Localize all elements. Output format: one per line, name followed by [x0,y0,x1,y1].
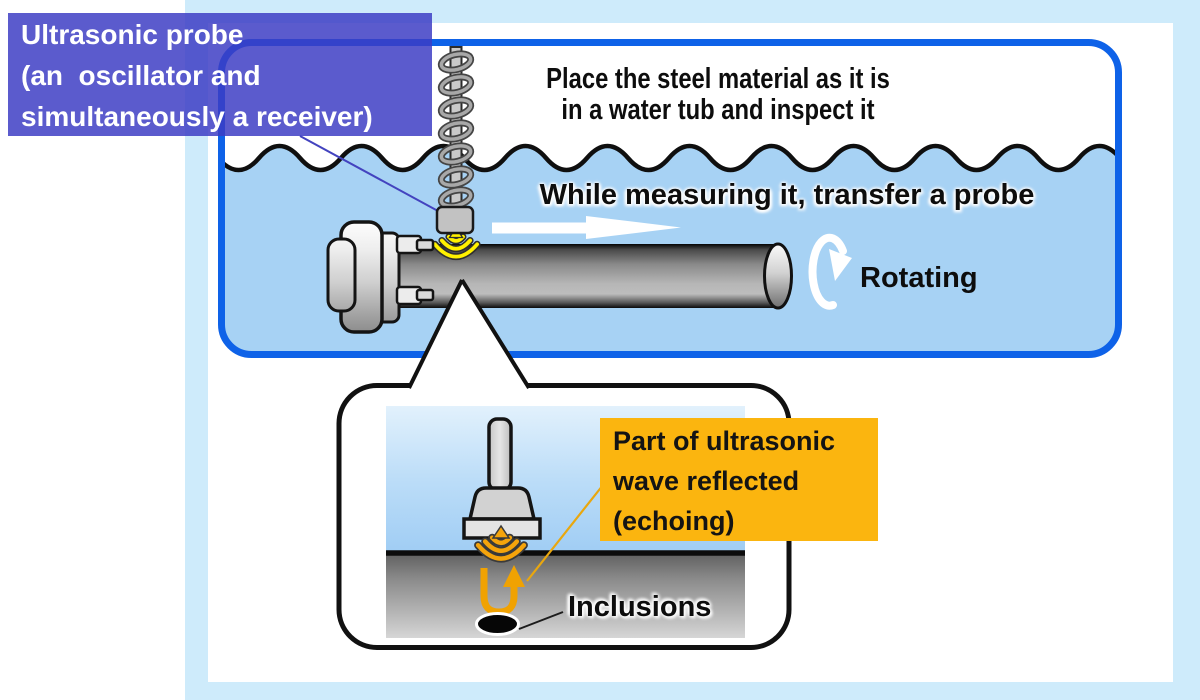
reflected-wave-label: Part of ultrasonic wave reflected (echoi… [600,418,878,541]
tub-title: Place the steel material as it is in a w… [439,64,997,126]
probe-shaft [435,46,475,235]
reflected-wave-label-line: Part of ultrasonic [613,426,836,456]
callout-pointer [407,280,531,394]
reflected-wave-label-line: wave reflected [613,466,800,496]
transfer-arrow-icon [492,216,681,239]
reflected-wave-label-line: (echoing) [613,506,735,536]
probe-label-line: (an oscillator and [21,60,261,91]
steel-rod-end-cap [763,242,793,310]
tub-title-line: in a water tub and inspect it [561,94,875,126]
detail-probe [462,417,542,540]
measure-caption: While measuring it, transfer a probe [539,179,1035,211]
probe-coil-icon [437,50,475,210]
inclusions-caption: Inclusions [568,591,712,623]
probe-head [435,205,475,235]
echo-waves-icon [474,524,528,563]
water-tub-border [218,39,1122,358]
probe-label-line: simultaneously a receiver) [21,101,373,132]
probe-label-line: Ultrasonic probe [21,19,244,50]
inclusion-spot [475,612,520,636]
reflect-label-connector-line [526,484,604,582]
tub-title-line: Place the steel material as it is [546,63,890,95]
ultrasonic-probe-label: Ultrasonic probe (an oscillator and simu… [8,13,432,136]
ultrasonic-waves-icon [431,226,481,261]
chuck [326,220,435,334]
callout-pointer-outline [407,278,531,390]
water-surface-line [222,143,1118,173]
detail-steel [386,553,745,638]
echo-return-arrow-icon [480,565,525,616]
rotation-arrow-icon [808,233,852,310]
rotating-caption: Rotating [860,262,978,294]
inclusions-pointer-line [518,611,564,630]
probe-label-connector-line [299,135,439,212]
